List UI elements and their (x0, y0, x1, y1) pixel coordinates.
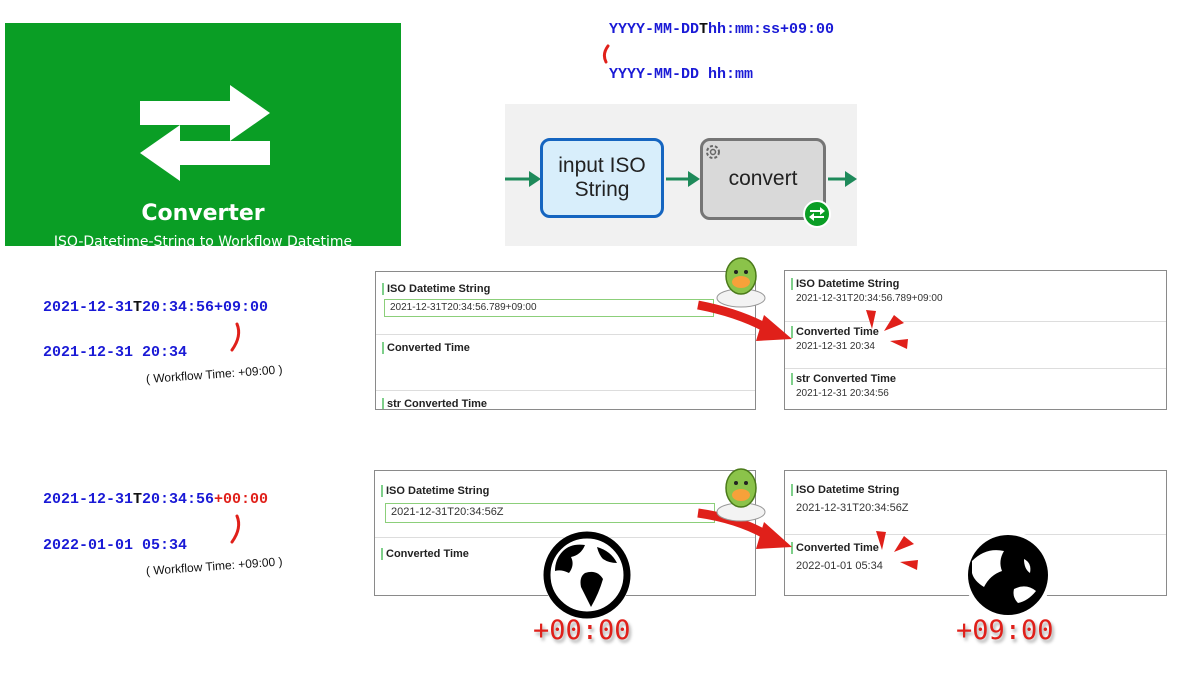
iso-datetime-input[interactable]: 2021-12-31T20:34:56.789+09:00 (384, 299, 714, 317)
form-panel-before-1: ISO Datetime String 2021-12-31T20:34:56.… (375, 271, 756, 410)
divider (785, 321, 1166, 322)
form-panel-after-1: ISO Datetime String 2021-12-31T20:34:56.… (784, 270, 1167, 410)
emphasis-marks-icon (866, 310, 908, 349)
iso-datetime-value: 2021-12-31T20:34:56Z (796, 502, 909, 514)
converted-time-value: 2021-12-31 20:34 (796, 341, 875, 352)
divider (785, 534, 1166, 535)
curve-arrow-icon (230, 322, 241, 352)
mascot-icon (716, 257, 766, 308)
transition-arrow-icon (697, 508, 792, 549)
workflow-format-string: YYYY-MM-DD hh:mm (609, 66, 754, 83)
mascot-icon (716, 468, 766, 522)
example2-result: 2022-01-01 05:34 (43, 537, 188, 554)
globe-asia-icon (964, 531, 1052, 619)
converted-time-value: 2022-01-01 05:34 (796, 560, 883, 572)
iso-datetime-input[interactable]: 2021-12-31T20:34:56Z (385, 503, 715, 523)
divider (376, 390, 755, 391)
iso-format-string: YYYY-MM-DDThh:mm:ss+09:00 (609, 21, 835, 38)
swap-arrows-icon (140, 85, 270, 181)
iso-datetime-label: ISO Datetime String (381, 485, 489, 497)
example2-note: ( Workflow Time: +09:00 ) (145, 554, 283, 578)
divider (785, 368, 1166, 369)
input-node-label: input ISO String (558, 154, 646, 201)
iso-datetime-label: ISO Datetime String (791, 484, 899, 496)
curve-arrow-icon (230, 514, 241, 544)
transition-arrow-icon (697, 300, 792, 341)
example1-note: ( Workflow Time: +09:00 ) (145, 362, 283, 386)
converted-time-label: Converted Time (382, 342, 470, 354)
converter-banner: Converter ISO-Datetime-String to Workflo… (5, 23, 401, 250)
banner-title: Converter (141, 201, 265, 226)
iso-datetime-label: ISO Datetime String (382, 283, 490, 295)
str-converted-time-label: str Converted Time (382, 398, 487, 409)
flow-connectors (505, 171, 857, 187)
divider (376, 334, 755, 335)
globe-europe-africa-icon (543, 531, 631, 619)
example2-iso-string: 2021-12-31T20:34:56+00:00 (43, 491, 269, 508)
converted-time-label: Converted Time (791, 326, 879, 338)
example1-iso-string: 2021-12-31T20:34:56+09:00 (43, 299, 269, 316)
iso-datetime-value: 2021-12-31T20:34:56.789+09:00 (796, 293, 943, 304)
workflow-diagram: input ISO String convert (505, 104, 857, 246)
emphasis-marks-icon (876, 531, 918, 570)
converter-badge-icon (803, 200, 831, 228)
convert-node[interactable]: convert (700, 138, 826, 220)
down-curve-arrow-icon (602, 44, 610, 64)
example1-result: 2021-12-31 20:34 (43, 344, 188, 361)
str-converted-time-label: str Converted Time (791, 373, 896, 385)
globe-right-offset: +09:00 (956, 615, 1054, 646)
iso-datetime-label: ISO Datetime String (791, 278, 899, 290)
converted-time-label: Converted Time (381, 548, 469, 560)
banner-subtitle: ISO-Datetime-String to Workflow Datetime (53, 234, 353, 250)
convert-node-label: convert (728, 167, 798, 190)
str-converted-time-value: 2021-12-31 20:34:56 (796, 388, 889, 399)
input-iso-string-node[interactable]: input ISO String (540, 138, 664, 218)
gear-icon (706, 145, 720, 159)
globe-left-offset: +00:00 (533, 615, 631, 646)
converted-time-label: Converted Time (791, 542, 879, 554)
